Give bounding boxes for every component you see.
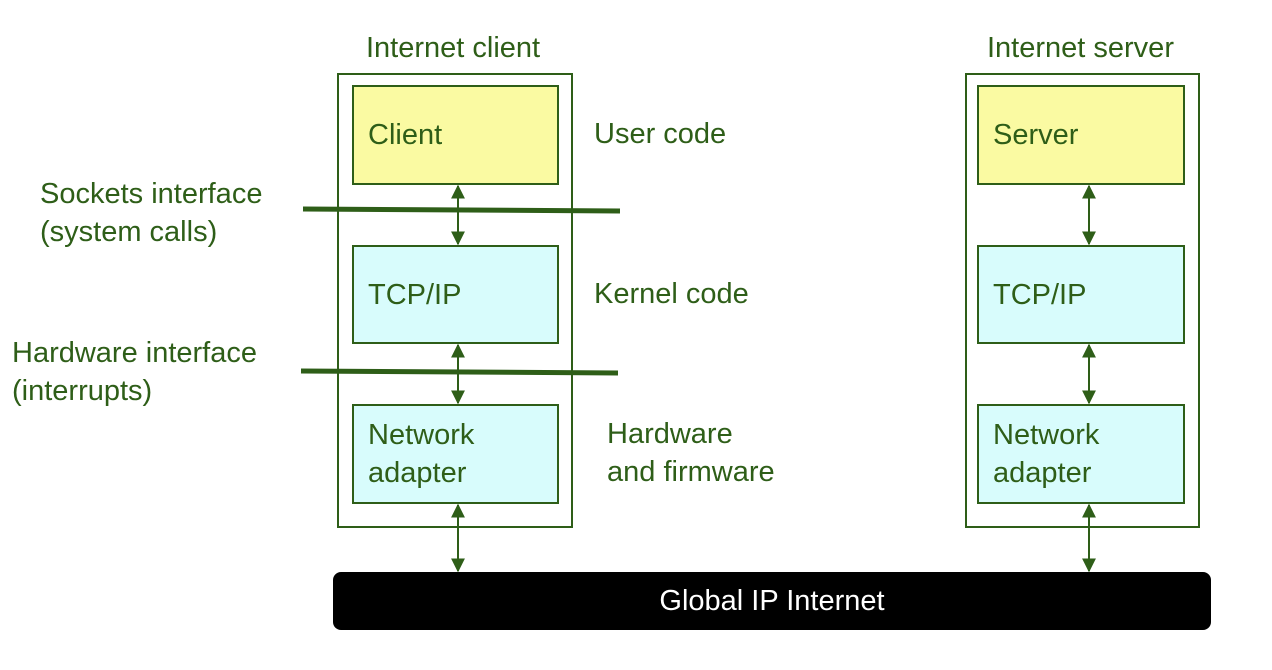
client-hardware-layer-label-line1: Network: [368, 419, 475, 451]
client-user-layer: Client: [352, 85, 559, 185]
hardware-label-line1: Hardware: [607, 418, 733, 450]
client-hardware-layer: Network adapter: [352, 404, 559, 504]
hardware-interface-line: [300, 368, 619, 376]
client-kernel-layer-label: TCP/IP: [368, 278, 462, 311]
server-hardware-layer-label-line2: adapter: [993, 457, 1092, 489]
server-user-layer: Server: [977, 85, 1185, 185]
server-hardware-layer: Network adapter: [977, 404, 1185, 504]
hardware-label-line2: and firmware: [607, 456, 775, 488]
sockets-interface-label-line2: (system calls): [40, 216, 218, 248]
sockets-interface-label-line1: Sockets interface: [40, 178, 263, 210]
sockets-interface-line: [302, 206, 621, 214]
server-kernel-layer: TCP/IP: [977, 245, 1185, 344]
server-hardware-layer-label-line1: Network: [993, 419, 1100, 451]
user-code-label: User code: [594, 118, 727, 150]
server-host-title: Internet server: [987, 32, 1174, 64]
client-host-title: Internet client: [366, 32, 541, 64]
global-ip-internet: Global IP Internet: [333, 572, 1211, 630]
hardware-interface-label-line1: Hardware interface: [12, 337, 257, 369]
server-kernel-layer-label: TCP/IP: [993, 278, 1087, 311]
hardware-interface-label-line2: (interrupts): [12, 375, 153, 407]
client-hardware-layer-label-line2: adapter: [368, 457, 467, 489]
kernel-code-label: Kernel code: [594, 278, 749, 310]
client-user-layer-label: Client: [368, 119, 443, 151]
server-user-layer-label: Server: [993, 119, 1079, 151]
client-kernel-layer: TCP/IP: [352, 245, 559, 344]
global-ip-internet-label: Global IP Internet: [659, 584, 885, 617]
